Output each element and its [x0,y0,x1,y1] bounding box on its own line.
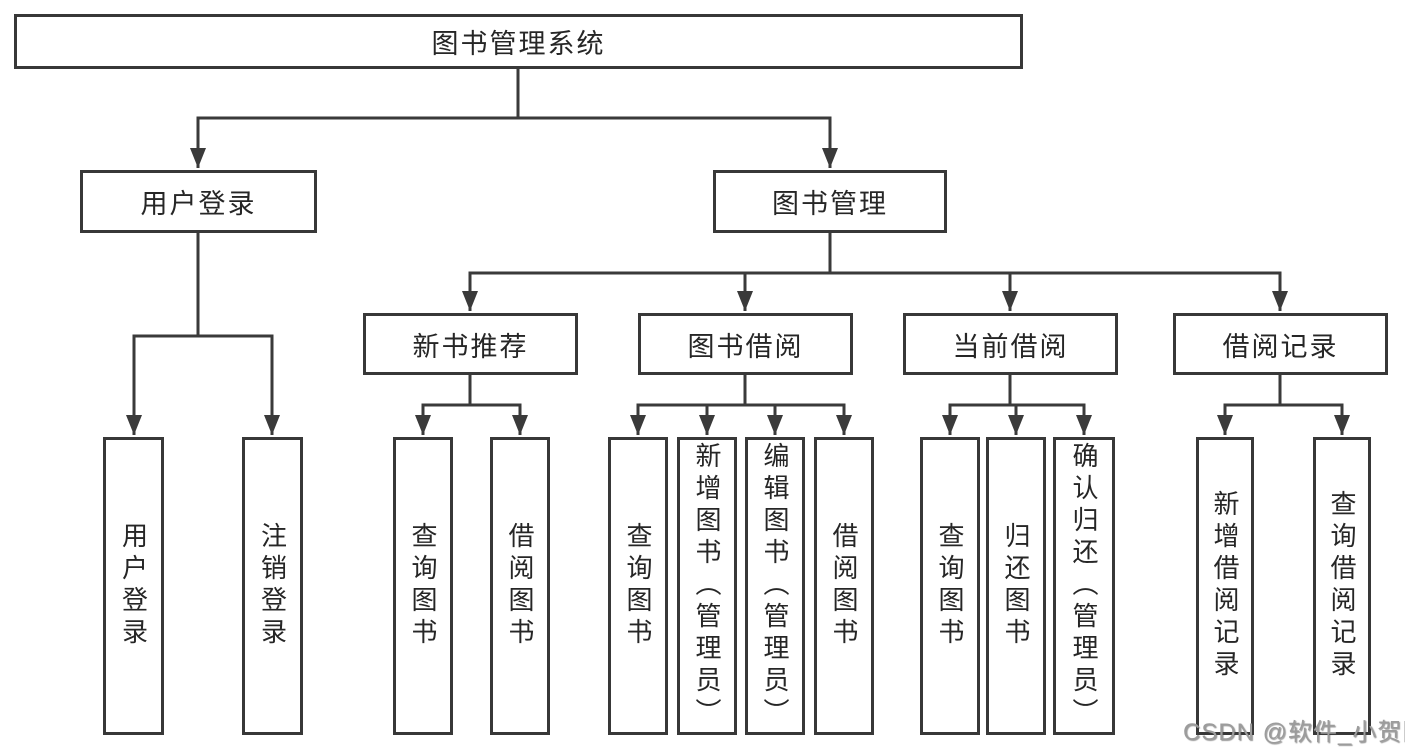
leaf-borrow-books: 借阅图书 [814,437,874,735]
leaf-add-books-admin: 新增图书（管理员） [677,437,737,735]
leaf-label: 查询图书 [935,522,965,650]
leaf-add-borrow-record: 新增借阅记录 [1196,437,1254,735]
node-user-login-branch: 用户登录 [80,170,317,233]
leaf-confirm-return-admin: 确认归还（管理员） [1053,437,1115,735]
node-library-management-system: 图书管理系统 [14,14,1023,69]
node-current-borrowing: 当前借阅 [903,313,1118,375]
leaf-query-books: 查询图书 [393,437,453,735]
leaf-edit-books-admin: 编辑图书（管理员） [745,437,805,735]
node-label: 图书管理系统 [431,29,606,59]
node-book-borrowing: 图书借阅 [638,313,853,375]
node-label: 借阅记录 [1222,331,1339,362]
leaf-label: 借阅图书 [505,522,535,650]
leaf-user-login: 用户登录 [103,437,164,735]
leaf-query-books: 查询图书 [920,437,980,735]
node-label: 当前借阅 [952,331,1069,362]
leaf-label: 新增借阅记录 [1210,490,1240,682]
leaf-query-borrow-record: 查询借阅记录 [1313,437,1371,735]
leaf-label: 借阅图书 [829,522,859,650]
leaf-label: 编辑图书（管理员） [760,442,790,730]
node-label: 用户登录 [140,189,257,219]
node-label: 新书推荐 [412,331,529,362]
node-borrowing-records: 借阅记录 [1173,313,1388,375]
leaf-label: 查询借阅记录 [1327,490,1357,682]
node-label: 图书管理 [772,189,888,219]
leaf-return-books: 归还图书 [986,437,1046,735]
csdn-watermark: CSDN @软件_小贺同学 [1183,719,1405,746]
node-book-management-branch: 图书管理 [713,170,947,233]
leaf-label: 用户登录 [118,522,149,650]
node-new-book-recommendation: 新书推荐 [363,313,578,375]
leaf-query-books: 查询图书 [608,437,668,735]
leaf-label: 注销登录 [257,522,288,650]
leaf-logout: 注销登录 [242,437,303,735]
leaf-label: 新增图书（管理员） [692,442,722,730]
leaf-label: 查询图书 [623,522,653,650]
leaf-label: 归还图书 [1001,522,1031,650]
node-label: 图书借阅 [687,331,804,362]
leaf-borrow-books: 借阅图书 [490,437,550,735]
leaf-label: 确认归还（管理员） [1069,442,1099,730]
leaf-label: 查询图书 [408,522,438,650]
